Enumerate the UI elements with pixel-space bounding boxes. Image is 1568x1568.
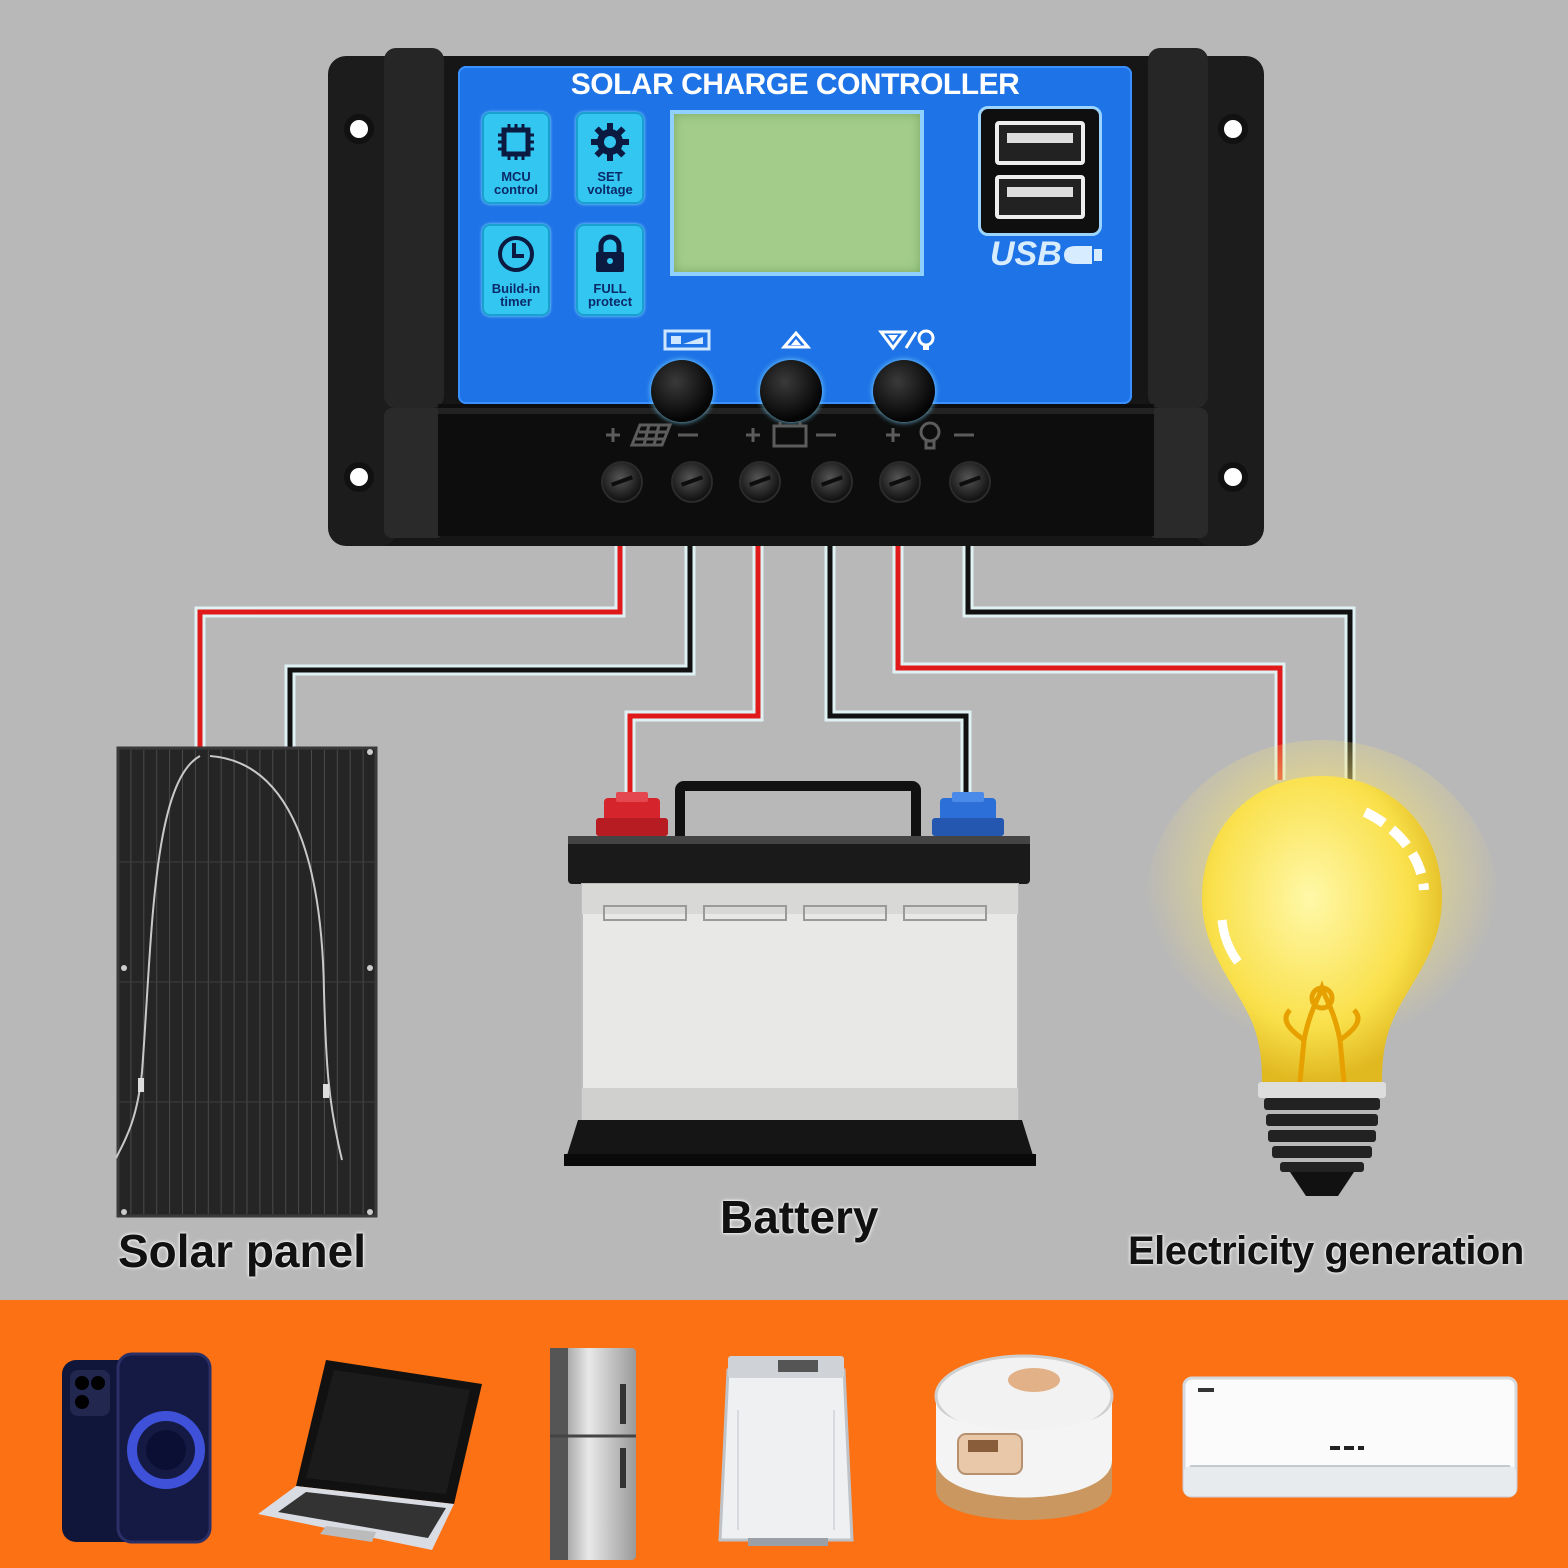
terminal-battery-positive[interactable]	[739, 461, 781, 503]
load-negative-wire	[965, 540, 1353, 780]
menu-button[interactable]	[651, 360, 713, 422]
washing-machine-icon	[718, 1356, 854, 1546]
rice-cooker-icon	[934, 1354, 1114, 1520]
bulb-icon	[886, 421, 974, 450]
battery-negative-terminal	[932, 792, 1004, 836]
feature-line2: voltage	[587, 182, 633, 197]
up-button[interactable]	[760, 360, 822, 422]
terminal-solar-positive[interactable]	[601, 461, 643, 503]
terminal-load-negative[interactable]	[949, 461, 991, 503]
mounting-hole-bottom-right	[1218, 462, 1248, 492]
solar-panel-icon	[606, 423, 698, 447]
down-button[interactable]	[873, 360, 935, 422]
load-positive-wire	[895, 540, 1283, 780]
load-label: Electricity generation	[1128, 1229, 1524, 1273]
feature-line2: control	[493, 182, 539, 197]
air-conditioner-icon	[1182, 1376, 1518, 1498]
solar-panel-label: Solar panel	[118, 1225, 366, 1277]
lock-icon	[596, 234, 624, 272]
feature-line1: MCU	[501, 169, 531, 184]
laptop-icon	[258, 1360, 482, 1550]
refrigerator-icon	[550, 1348, 636, 1560]
terminal-battery-negative[interactable]	[811, 461, 853, 503]
usb-port[interactable]	[995, 175, 1085, 219]
usb-logo: USB	[990, 234, 1110, 274]
light-bulb	[1144, 740, 1500, 1196]
controller-title: SOLAR CHARGE CONTROLLER	[570, 68, 1020, 101]
chip-icon	[498, 124, 534, 160]
feature-line1: FULL	[593, 281, 627, 296]
gear-icon	[591, 123, 629, 161]
feature-line2: timer	[500, 294, 532, 309]
usb-port-block[interactable]	[978, 106, 1102, 236]
battery-negative-wire	[827, 540, 969, 795]
usb-plug-icon	[1064, 246, 1102, 264]
mounting-hole-top-left	[344, 114, 374, 144]
feature-line1: Build-in	[491, 281, 541, 296]
solar-panel	[115, 746, 378, 1218]
smartphone-icon	[62, 1352, 212, 1544]
feature-line1: SET	[597, 169, 623, 184]
lcd-screen	[670, 110, 924, 276]
mounting-hole-bottom-left	[344, 462, 374, 492]
feature-line2: protect	[587, 294, 633, 309]
solar-negative-wire	[287, 540, 693, 750]
appliance-band	[0, 1300, 1568, 1568]
terminal-load-positive[interactable]	[879, 461, 921, 503]
terminal-solar-negative[interactable]	[671, 461, 713, 503]
solar-positive-wire	[197, 540, 623, 750]
usb-label: USB	[990, 235, 1062, 273]
battery	[564, 781, 1036, 1166]
clock-icon	[498, 236, 534, 272]
mounting-hole-top-right	[1218, 114, 1248, 144]
battery-label: Battery	[720, 1191, 879, 1243]
menu-icon	[663, 329, 711, 351]
usb-port[interactable]	[995, 121, 1085, 165]
battery-icon	[746, 422, 836, 448]
battery-positive-wire	[627, 540, 761, 795]
up-arrow-icon	[781, 330, 811, 349]
battery-positive-terminal	[596, 792, 668, 836]
down-arrow-bulb-icon	[878, 329, 935, 351]
